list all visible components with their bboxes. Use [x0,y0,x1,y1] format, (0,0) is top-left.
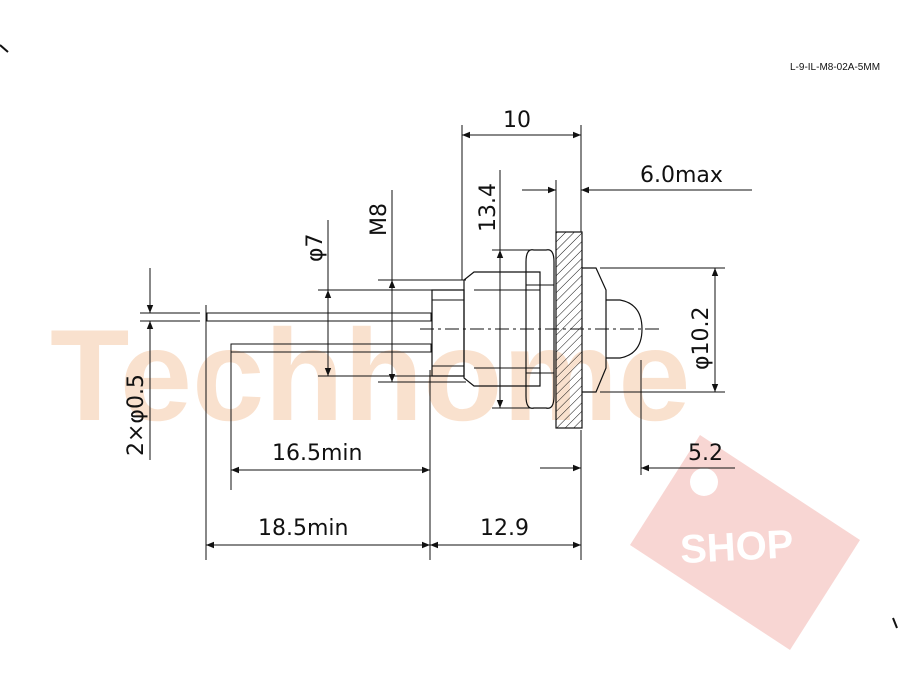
dim-thread-length: 13.4 [476,183,501,232]
dim-thread: M8 [367,203,392,236]
threaded-body [463,271,541,387]
corner-mark-left [0,44,9,53]
dim-body-diameter: φ7 [303,233,328,262]
dim-body-length: 12.9 [480,516,529,541]
dimension-labels: 10 6.0max 13.4 M8 φ7 2×φ0.5 φ10.2 5.2 16… [124,108,723,541]
dim-lens-protrusion: 5.2 [688,441,723,466]
dim-long-lead: 18.5min [258,516,348,541]
watermark-badge: SHOP [679,522,795,572]
lead-long [206,312,432,322]
watermark: Techhome SHOP [50,302,860,650]
part-number: L-9-IL-M8-02A-5MM [790,62,880,73]
dim-overall-width: 10 [503,108,531,133]
watermark-brand: Techhome [50,302,690,448]
watermark-shop-tag: SHOP [630,435,860,650]
dim-lead-diameter: 2×φ0.5 [124,374,149,456]
dim-panel-thickness: 6.0max [640,163,723,188]
panel-section [555,231,583,429]
lens-dome [606,299,643,359]
dim-lens-diameter: φ10.2 [689,307,714,371]
dimension-lines [146,131,752,549]
corner-mark-right [892,617,898,629]
dim-short-lead: 16.5min [272,441,362,466]
